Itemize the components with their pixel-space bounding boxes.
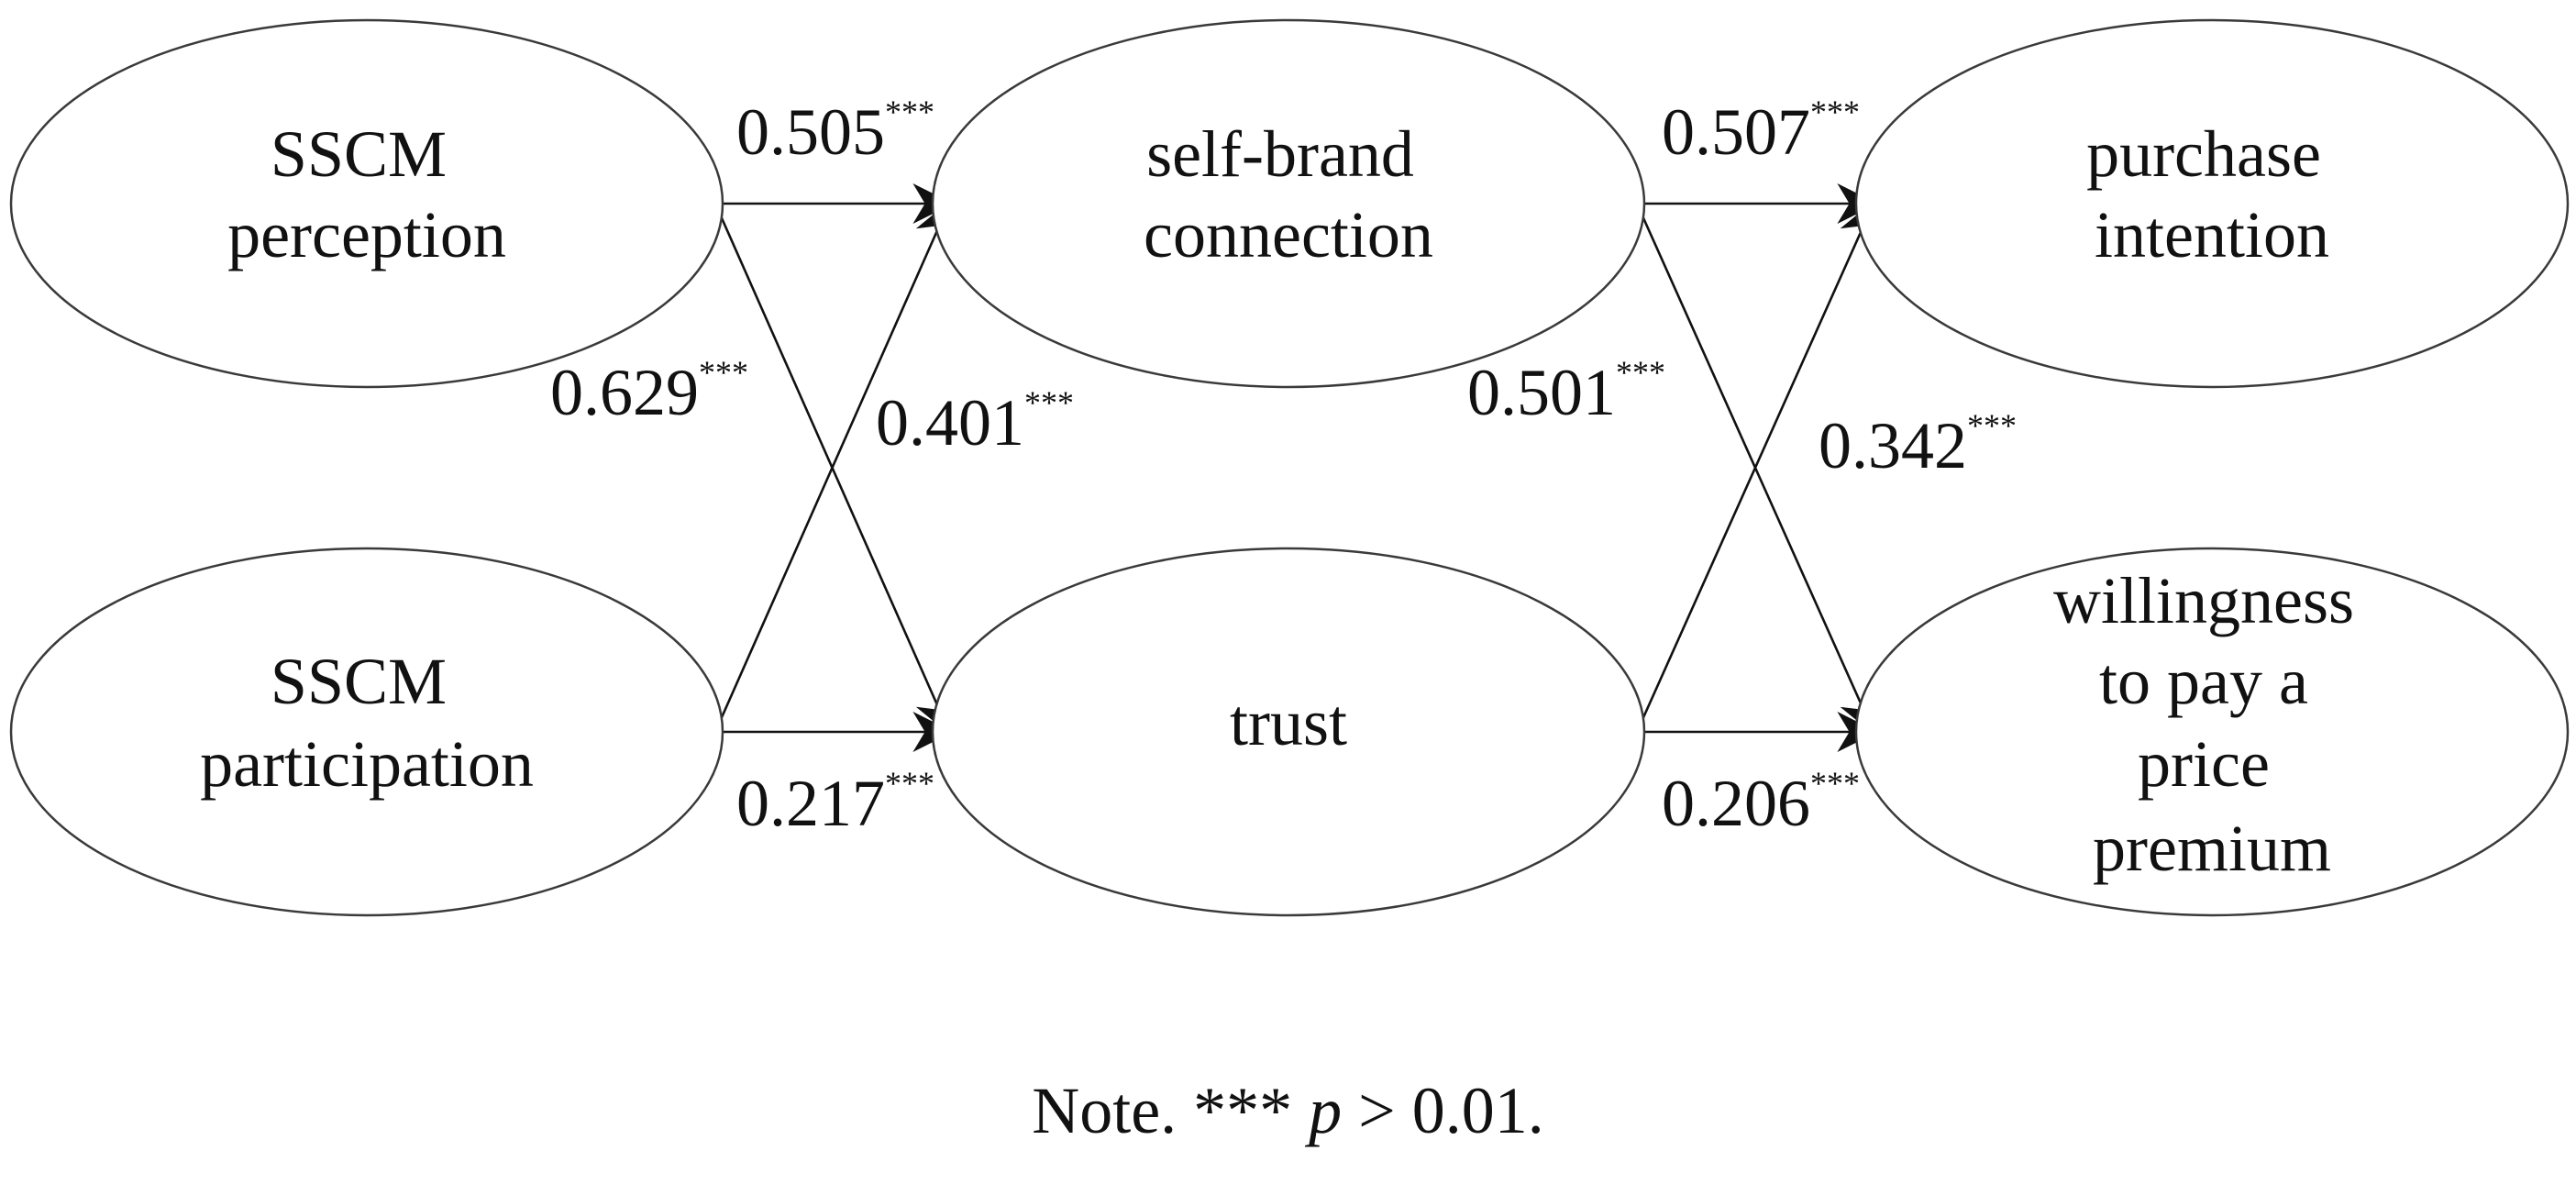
- edge-participation-to-self-brand: [713, 199, 954, 733]
- node-trust: trust: [931, 547, 1646, 917]
- node-self-brand-connection-label: self-brand connection: [1144, 117, 1433, 271]
- node-willingness-to-pay-label: willingness to pay a price premium: [2053, 564, 2371, 885]
- coefficients: 0.505*** 0.629*** 0.401*** 0.217*** 0.50…: [550, 94, 2017, 840]
- note-p-variable: p: [1309, 1074, 1343, 1147]
- node-self-brand-connection-shape: [931, 18, 1646, 389]
- node-sscm-participation-label: SSCM participation: [200, 645, 534, 801]
- coef-self-brand-purchase: 0.507***: [1662, 94, 1860, 169]
- node-purchase-intention: purchase intention: [1854, 18, 2570, 389]
- node-willingness-to-pay: willingness to pay a price premium: [1854, 547, 2570, 917]
- coef-perception-trust: 0.629***: [550, 354, 748, 429]
- note-suffix: > 0.01.: [1342, 1074, 1544, 1147]
- coef-trust-purchase: 0.342***: [1819, 407, 2017, 482]
- significance-note: Note. *** p > 0.01.: [0, 1073, 2576, 1149]
- node-purchase-intention-label: purchase intention: [2086, 117, 2338, 271]
- coef-trust-willingness: 0.206***: [1662, 765, 1860, 840]
- node-sscm-perception-label: SSCM perception: [227, 117, 506, 271]
- coef-self-brand-willingness: 0.501***: [1467, 354, 1665, 429]
- node-trust-label: trust: [1230, 686, 1347, 759]
- node-sscm-participation: SSCM participation: [9, 547, 724, 917]
- node-purchase-intention-shape: [1854, 18, 2570, 389]
- edges: [713, 183, 1878, 752]
- coef-perception-self-brand: 0.505***: [736, 94, 934, 169]
- node-sscm-participation-shape: [9, 547, 724, 917]
- node-sscm-perception: SSCM perception: [9, 18, 724, 389]
- node-self-brand-connection: self-brand connection: [931, 18, 1646, 389]
- note-prefix: Note. ***: [1032, 1074, 1310, 1147]
- coef-participation-trust: 0.217***: [736, 765, 934, 840]
- coef-participation-self-brand: 0.401***: [876, 384, 1074, 459]
- node-trust-shape: [931, 547, 1646, 917]
- node-sscm-perception-shape: [9, 18, 724, 389]
- node-willingness-to-pay-shape: [1854, 547, 2570, 917]
- edge-trust-to-purchase: [1635, 199, 1877, 733]
